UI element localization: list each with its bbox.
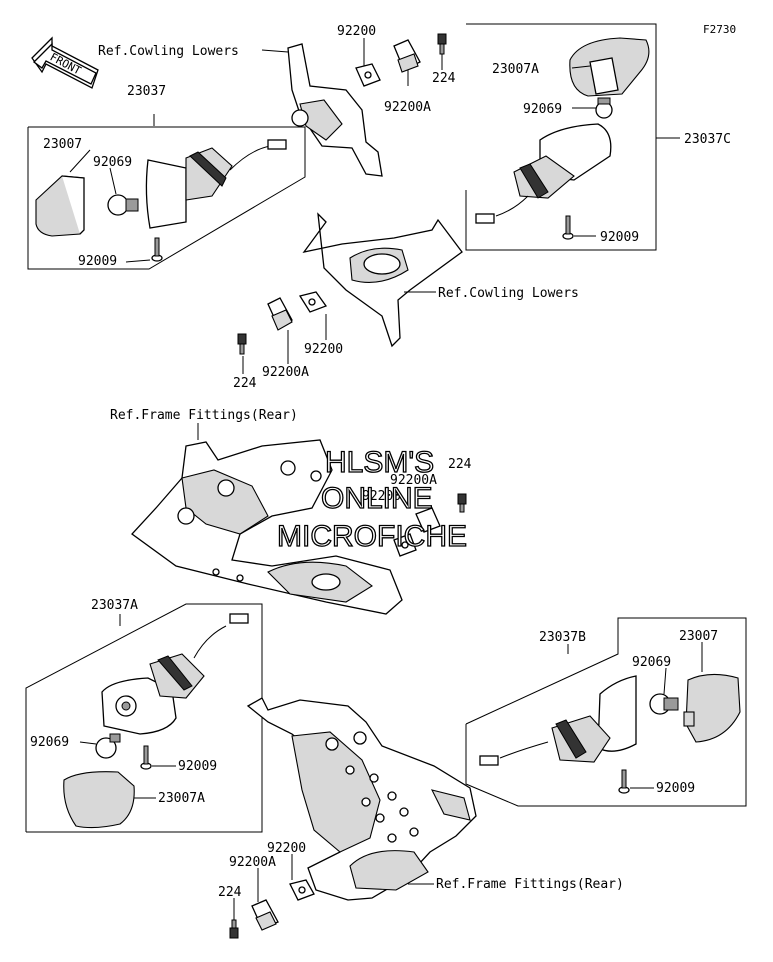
watermark-line-2: ONLINE — [321, 482, 433, 515]
label-92200-wm: 92200 — [362, 489, 401, 504]
label-92200A-bot: 92200A — [229, 855, 276, 870]
clip-92200-wm — [393, 533, 417, 557]
clip-92200-mid — [298, 291, 328, 313]
ref-cowling-lowers-top[interactable]: Ref.Cowling Lowers — [98, 44, 239, 59]
clip-92200A-mid — [267, 297, 293, 331]
clip-92200-top — [355, 63, 381, 87]
label-92069-left: 92069 — [93, 155, 132, 170]
label-23007-lr: 23007 — [679, 629, 718, 644]
clip-92200A-top — [393, 39, 421, 73]
label-23037B: 23037B — [539, 630, 586, 645]
label-92200-bot: 92200 — [267, 841, 306, 856]
frame-fittings-rear-bottom — [246, 697, 477, 901]
label-224-bot: 224 — [218, 885, 242, 900]
label-92069-ll: 92069 — [30, 735, 69, 750]
frame-fittings-rear-mid — [131, 439, 403, 615]
ref-frame-fittings-mid[interactable]: Ref.Frame Fittings(Rear) — [110, 408, 298, 423]
watermark-line-1: HLSM'S — [325, 446, 434, 479]
label-224-top: 224 — [432, 71, 456, 86]
bulb-92069-left — [107, 194, 129, 216]
screw-92009-ll — [140, 745, 152, 770]
watermark: HLSM'S ONLINE MICROFICHE — [276, 445, 467, 553]
clip-92200A-wm — [415, 507, 441, 533]
label-92009-lr: 92009 — [656, 781, 695, 796]
bolt-224-bot — [229, 919, 239, 939]
clip-92200-bot — [289, 879, 315, 901]
label-92200A-mid: 92200A — [262, 365, 309, 380]
label-224-wm: 224 — [448, 457, 472, 472]
label-92200-top: 92200 — [337, 24, 376, 39]
clip-92200A-bot — [251, 899, 279, 931]
screw-92009-left — [151, 237, 163, 262]
screw-92009-right — [562, 215, 574, 240]
label-23007A-ll: 23007A — [158, 791, 205, 806]
label-92200A-wm: 92200A — [390, 473, 437, 488]
label-23007-left: 23007 — [43, 137, 82, 152]
label-92200-mid: 92200 — [304, 342, 343, 357]
ref-frame-fittings-bottom[interactable]: Ref.Frame Fittings(Rear) — [436, 877, 624, 892]
screw-92009-lr — [618, 769, 630, 794]
group-23037 — [27, 114, 306, 270]
lens-23007-lr — [685, 673, 741, 743]
bulb-92069-ll — [95, 737, 117, 759]
housing-23037 — [145, 159, 187, 229]
watermark-line-3: MICROFICHE — [277, 520, 467, 553]
front-arrow-marker: FRONT — [31, 36, 99, 89]
group-23037A — [25, 603, 263, 833]
label-92009-ll: 92009 — [178, 759, 217, 774]
label-92009-right: 92009 — [600, 230, 639, 245]
label-92009-left: 92009 — [78, 254, 117, 269]
bracket-top-cowling — [287, 43, 383, 177]
label-23037C: 23037C — [684, 132, 731, 147]
label-23007A-right: 23007A — [492, 62, 539, 77]
figure-code: F2730 — [703, 23, 736, 36]
lens-23007A-ll — [63, 771, 135, 829]
housing-23037A — [101, 677, 177, 735]
ref-cowling-lowers-mid[interactable]: Ref.Cowling Lowers — [438, 286, 579, 301]
label-23037: 23037 — [127, 84, 166, 99]
label-23037A: 23037A — [91, 598, 138, 613]
bolt-224-mid — [237, 333, 247, 355]
bolt-224-wm — [457, 493, 467, 513]
label-92200A-top: 92200A — [384, 100, 431, 115]
label-92069-lr: 92069 — [632, 655, 671, 670]
bracket-mid-cowling — [302, 212, 463, 348]
label-92069-right: 92069 — [523, 102, 562, 117]
label-224-mid: 224 — [233, 376, 257, 391]
bolt-224-top — [437, 33, 447, 55]
housing-23037B — [597, 675, 637, 752]
group-23037C — [465, 23, 680, 251]
group-23037B — [465, 617, 747, 807]
